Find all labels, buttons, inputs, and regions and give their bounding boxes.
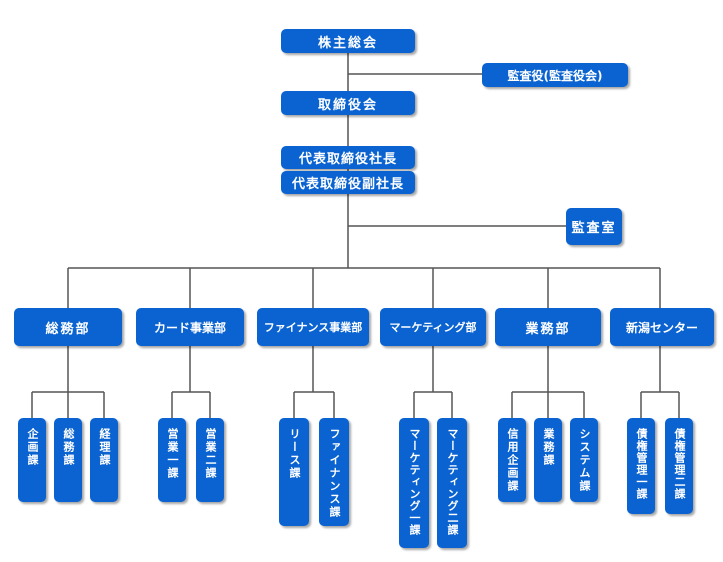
section-box: 信用企画課: [498, 418, 526, 502]
shareholders-box: 株主総会: [281, 29, 415, 53]
audit-office-box: 監査室: [566, 208, 622, 245]
section-box: システム課: [570, 418, 598, 502]
vice-president-box: 代表取締役副社長: [281, 171, 415, 194]
department-box: マーケティング部: [380, 308, 486, 346]
section-box: 債権管理二課: [665, 418, 693, 514]
section-box: 営業二課: [196, 418, 224, 502]
section-box: マーケティング一課: [399, 418, 429, 548]
department-box: 総務部: [14, 308, 122, 346]
section-box: 債権管理一課: [627, 418, 655, 514]
section-box: ファイナンス課: [319, 418, 349, 526]
section-box: リース課: [279, 418, 309, 526]
department-box: 新潟センター: [610, 308, 714, 346]
section-box: 業務課: [534, 418, 562, 502]
auditor-box: 監査役(監査役会): [482, 63, 628, 87]
president-box: 代表取締役社長: [281, 146, 415, 169]
section-box: 総務課: [54, 418, 82, 502]
section-box: 経理課: [90, 418, 118, 502]
section-box: マーケティング二課: [437, 418, 467, 548]
board-box: 取締役会: [281, 91, 415, 115]
department-box: 業務部: [495, 308, 601, 346]
department-box: カード事業部: [136, 308, 244, 346]
section-box: 営業一課: [158, 418, 186, 502]
department-box: ファイナンス事業部: [257, 308, 369, 346]
section-box: 企画課: [18, 418, 46, 502]
